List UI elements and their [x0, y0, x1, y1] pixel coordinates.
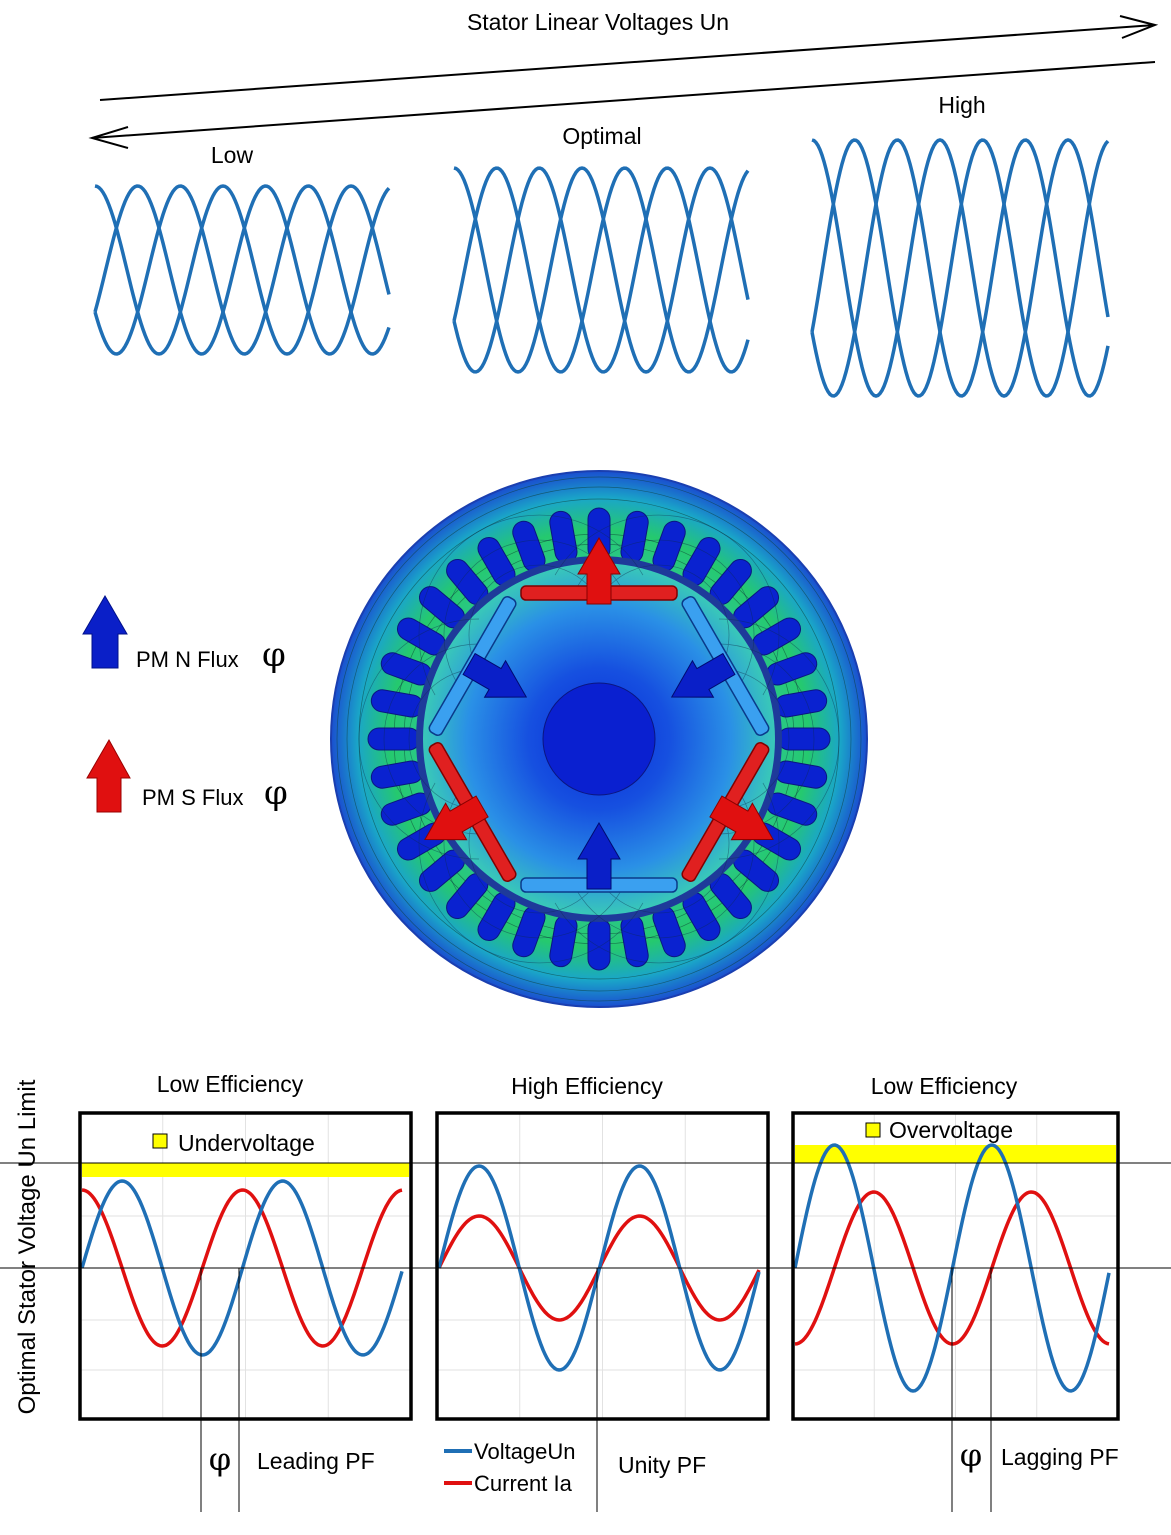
low-voltage-waveforms — [93, 184, 391, 356]
optimal-voltage-waveforms — [452, 166, 750, 374]
rotor-shaft — [542, 682, 656, 796]
voltage-range-arrows — [88, 15, 1159, 149]
upper-arrow-head — [1119, 15, 1159, 39]
panel-frame — [78, 1111, 413, 1421]
high-phase-3-wave — [810, 138, 1110, 398]
stator-flux-contour — [358, 498, 840, 980]
panel-frame — [435, 1111, 770, 1421]
efficiency-panels: Low Efficiency High Efficiency Low Effic… — [0, 1071, 1171, 1512]
rotor-flux-contour — [418, 782, 644, 964]
rotor-flux-contour — [554, 782, 780, 964]
upper-arrow-line — [99, 24, 1156, 101]
panel-2 — [435, 1111, 770, 1421]
undervoltage-band — [82, 1163, 409, 1177]
low-voltage-label: Low — [211, 142, 254, 168]
pm-n-flux-arrow — [462, 652, 528, 698]
high-voltage-waveforms — [810, 138, 1110, 398]
optimal-phase-3-wave — [452, 166, 750, 374]
pm-s-phi-symbol: φ — [264, 773, 288, 813]
pm-n-phi-symbol: φ — [262, 635, 286, 675]
stator-slots — [367, 507, 831, 971]
y-axis-label: Optimal Stator Voltage Un Limit — [14, 1079, 41, 1414]
unity-pf-label: Unity PF — [618, 1452, 706, 1478]
flux-arrows — [424, 537, 774, 890]
rotor-flux-contour — [358, 618, 480, 860]
overvoltage-label: Overvoltage — [889, 1117, 1013, 1143]
panel-3-title: Low Efficiency — [871, 1073, 1018, 1099]
rotor-flux-contour — [468, 564, 600, 671]
rotor-flux-contour — [718, 618, 840, 860]
motor-legend: PM N Flux φ PM S Flux φ — [82, 595, 288, 813]
pm-s-flux-arrow — [424, 795, 489, 841]
panel-1-phi: φ — [209, 1440, 231, 1478]
low-phase-1-wave — [94, 184, 391, 356]
panel-1-title: Low Efficiency — [157, 1071, 304, 1097]
panel-1 — [78, 1111, 413, 1421]
pm-n-flux-label: PM N Flux — [136, 647, 239, 672]
stator-slot — [587, 917, 611, 971]
overvoltage-band — [795, 1145, 1116, 1163]
panel-3-band-legend: Overvoltage — [865, 1117, 1013, 1143]
high-phase-2-wave — [810, 138, 1110, 398]
high-voltage-label: High — [938, 92, 985, 118]
pm-n-flux-arrow — [577, 822, 621, 890]
pm-n-flux-arrow — [670, 652, 736, 698]
undervoltage-swatch — [152, 1133, 168, 1149]
high-phase-1-wave — [811, 138, 1110, 398]
overvoltage-swatch — [865, 1122, 881, 1138]
panel-3 — [791, 1111, 1120, 1421]
pm-n-arrow-icon — [82, 595, 128, 669]
undervoltage-label: Undervoltage — [178, 1130, 315, 1156]
low-phase-3-wave — [93, 184, 391, 356]
panel-1-band-legend: Undervoltage — [152, 1130, 315, 1156]
rotor-flux-contour — [598, 807, 730, 914]
voltage-legend-label: VoltageUn — [474, 1439, 576, 1464]
current-legend-label: Current Ia — [474, 1471, 573, 1496]
panel-3-phi: φ — [960, 1436, 982, 1474]
optimal-voltage-label: Optimal — [562, 123, 641, 149]
low-phase-2-wave — [93, 184, 391, 356]
current-waveform — [81, 1188, 403, 1348]
rotor-flux-contour — [468, 807, 600, 914]
panel-2-title: High Efficiency — [511, 1073, 663, 1099]
rotor-flux-contour — [718, 668, 790, 810]
stator-flux-contour — [346, 486, 852, 992]
lagging-pf-label: Lagging PF — [1001, 1444, 1119, 1470]
optimal-phase-1-wave — [453, 166, 750, 374]
stator-voltage-title: Stator Linear Voltages Un — [467, 9, 729, 35]
pm-s-arrow-icon — [86, 738, 131, 813]
waveform-legend: VoltageUn Current Ia — [444, 1439, 576, 1496]
motor-cross-section — [330, 470, 868, 1008]
pm-s-flux-arrow — [709, 795, 774, 841]
lower-arrow-line — [91, 61, 1156, 139]
voltage-levels-section: Stator Linear Voltages Un Low Optimal Hi… — [88, 9, 1159, 398]
pm-s-flux-label: PM S Flux — [142, 785, 243, 810]
optimal-phase-2-wave — [452, 166, 750, 374]
voltage-waveform — [80, 1179, 404, 1357]
leading-pf-label: Leading PF — [257, 1448, 375, 1474]
pm-s-flux-arrow — [577, 537, 621, 605]
phase-markers — [200, 1268, 992, 1512]
rotor-flux-contour — [418, 514, 644, 696]
voltage-waveform — [437, 1164, 761, 1372]
stator-slot — [777, 727, 831, 751]
rotor-flux-contour — [598, 564, 730, 671]
rotor-flux-lines — [358, 514, 840, 964]
rotor-flux-contour — [408, 668, 480, 810]
stator-slot — [367, 727, 421, 751]
panel-frame — [791, 1111, 1120, 1421]
lower-arrow-head — [88, 126, 129, 149]
rotor-flux-contour — [554, 514, 780, 696]
stator-flux-contour — [336, 476, 862, 1002]
